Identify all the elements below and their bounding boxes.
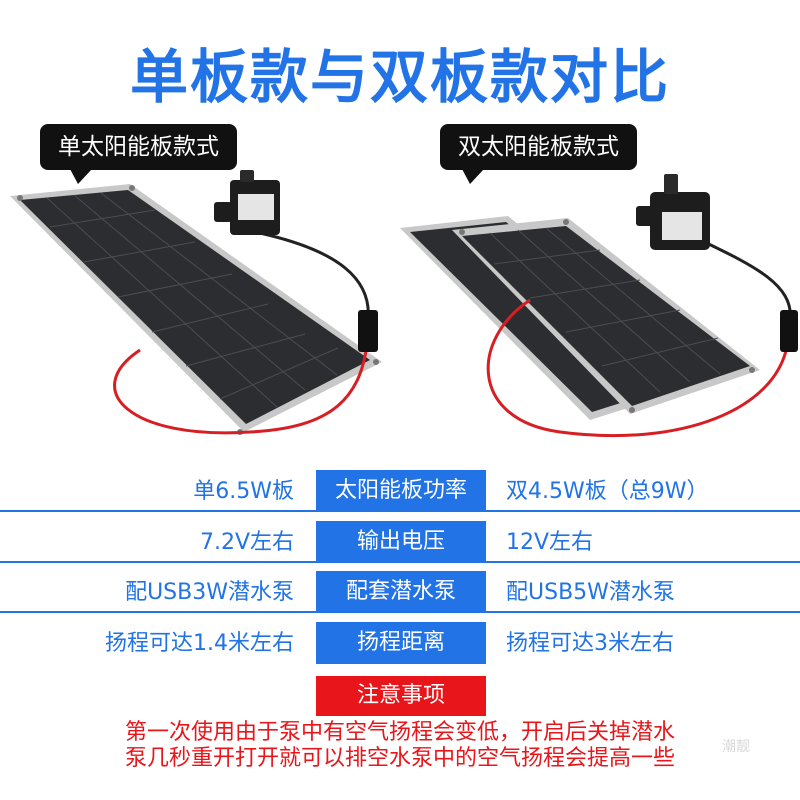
dual-panel-label: 双太阳能板款式 [440, 124, 637, 184]
cable-connector [358, 310, 378, 352]
row-left-value: 配USB3W潜水泵 [125, 580, 294, 605]
row-center-label: 配套潜水泵 [316, 571, 486, 613]
row-divider-left [0, 510, 316, 512]
row-divider-left [0, 561, 316, 563]
submersible-pump-large [636, 174, 710, 250]
warning-line-2: 泵几秒重开打开就可以排空水泵中的空气扬程会提高一些 [124, 746, 675, 771]
comparison-row-voltage: 7.2V左右 输出电压 12V左右 [0, 521, 800, 565]
row-right-value: 配USB5W潜水泵 [506, 580, 675, 605]
row-center-label: 扬程距离 [316, 622, 486, 664]
row-left-value: 单6.5W板 [193, 479, 294, 504]
comparison-row-power: 单6.5W板 太阳能板功率 双4.5W板（总9W） [0, 470, 800, 514]
row-right-value: 12V左右 [506, 530, 594, 555]
row-center-label: 太阳能板功率 [316, 470, 486, 512]
row-center-label: 输出电压 [316, 521, 486, 563]
row-divider-right [486, 510, 800, 512]
row-left-value: 7.2V左右 [199, 530, 294, 555]
cable-connector-right [780, 310, 798, 352]
dual-solar-panels [400, 216, 760, 420]
row-right-value: 扬程可达3米左右 [506, 631, 674, 656]
row-right-value: 双4.5W板（总9W） [506, 479, 709, 504]
comparison-row-pump: 配USB3W潜水泵 配套潜水泵 配USB5W潜水泵 [0, 571, 800, 615]
single-solar-panel [10, 184, 382, 435]
comparison-row-head-height: 扬程可达1.4米左右 扬程距离 扬程可达3米左右 [0, 622, 800, 666]
row-divider-right [486, 611, 800, 613]
row-divider-left [0, 611, 316, 613]
page-title: 单板款与双板款对比 [129, 43, 670, 111]
row-divider-right [486, 561, 800, 563]
row-left-value: 扬程可达1.4米左右 [105, 631, 294, 656]
warning-text: 第一次使用由于泵中有空气扬程会变低，开启后关掉潜水 泵几秒重开打开就可以排空水泵… [0, 720, 800, 772]
warning-line-1: 第一次使用由于泵中有空气扬程会变低，开启后关掉潜水 [124, 720, 675, 745]
watermark-text: 潮靓 [722, 739, 750, 755]
submersible-pump-small [214, 170, 280, 235]
product-illustration [10, 170, 798, 438]
notice-label: 注意事项 [316, 676, 486, 716]
single-panel-label: 单太阳能板款式 [40, 124, 237, 184]
